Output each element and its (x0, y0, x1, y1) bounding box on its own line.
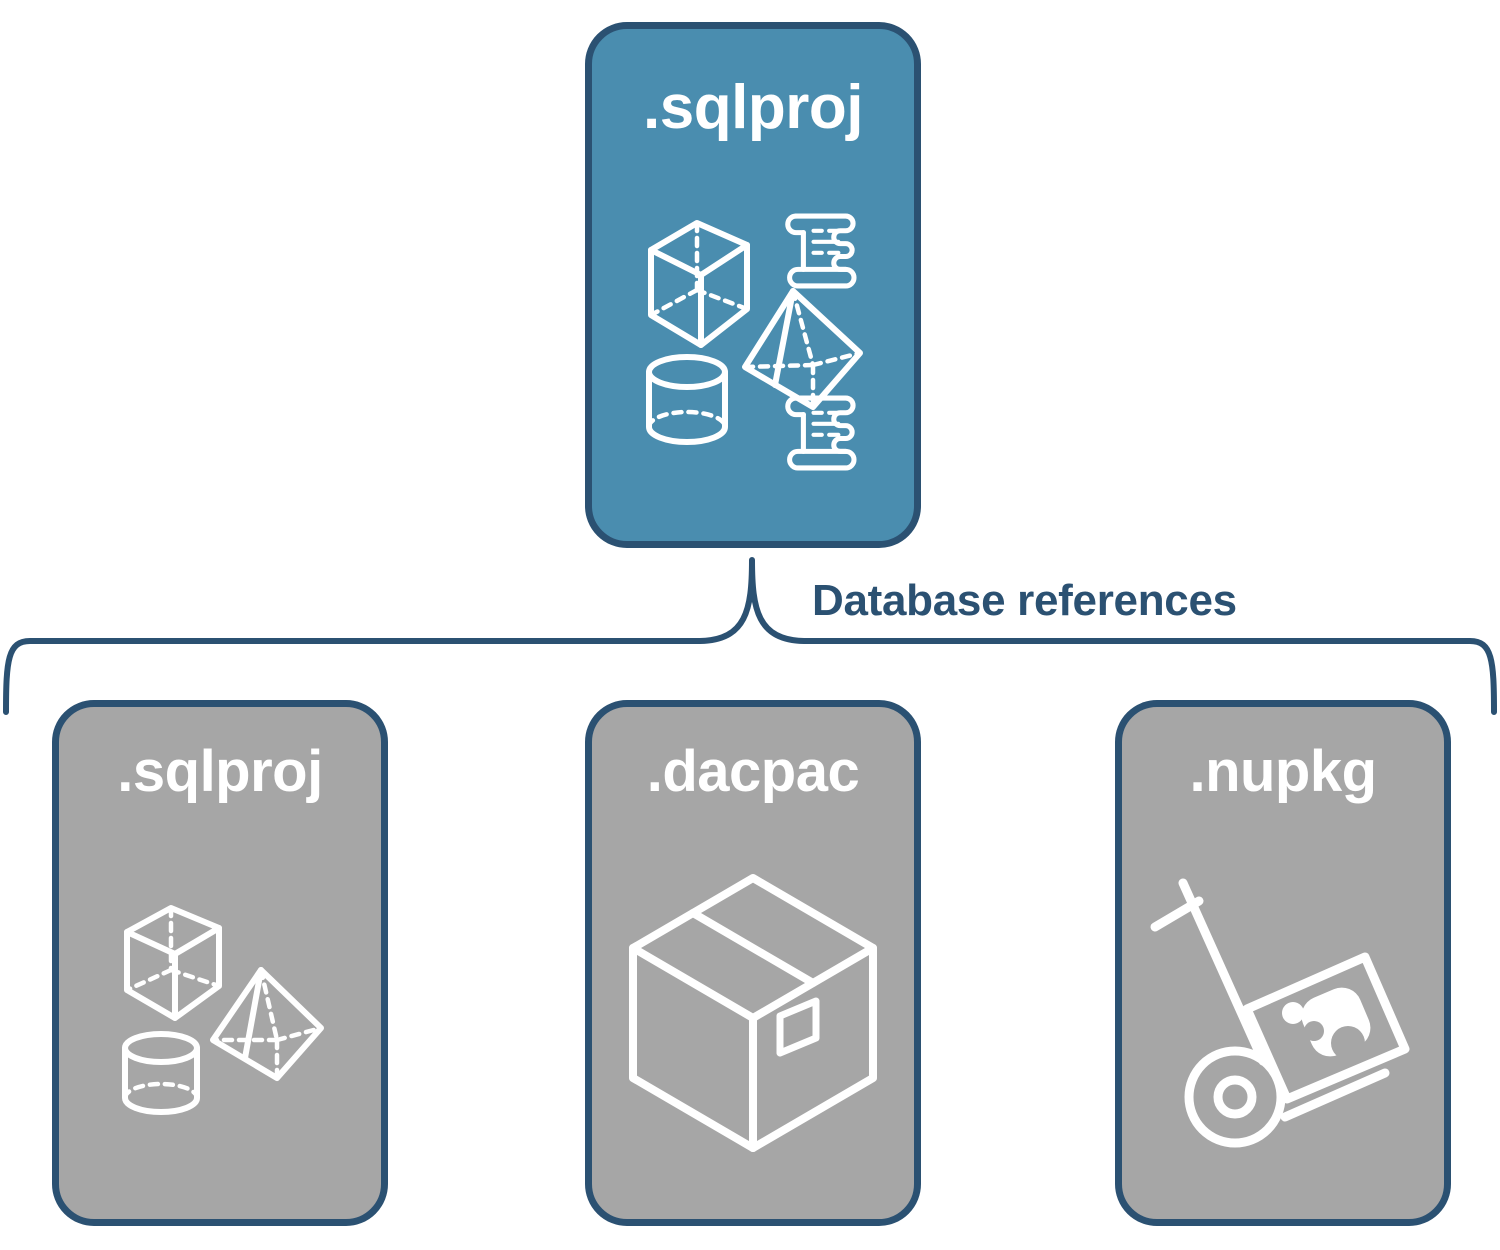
card-title: .nupkg (1189, 739, 1377, 804)
root-icon-group (592, 139, 914, 541)
scroll-script-icon (785, 395, 857, 471)
card-reference-sqlproj[interactable]: .sqlproj (52, 700, 388, 1226)
card-root-sqlproj[interactable]: .sqlproj (585, 22, 921, 548)
card-reference-nupkg[interactable]: .nupkg (1115, 700, 1451, 1226)
package-box-icon (629, 874, 877, 1152)
cylinder-wireframe-icon (646, 354, 728, 445)
hand-truck-svg (1150, 878, 1410, 1148)
card-reference-dacpac[interactable]: .dacpac (585, 700, 921, 1226)
cylinder-wireframe-icon (122, 1031, 200, 1115)
nupkg-icon-group (1122, 801, 1444, 1219)
bracket-path (3, 557, 1497, 715)
sqlproj-icon-group (59, 801, 381, 1219)
dacpac-icon-group (592, 801, 914, 1219)
cube-wireframe-icon (648, 220, 750, 348)
scroll-script-icon (785, 213, 857, 289)
sqlproj-icons-svg (122, 905, 324, 1115)
package-box-svg (629, 874, 877, 1152)
card-title: .dacpac (646, 739, 860, 804)
pyramid-wireframe-icon (210, 967, 324, 1081)
cube-wireframe-icon (124, 905, 222, 1021)
connector-label-database-references: Database references (812, 576, 1237, 625)
hand-truck-nuget-icon (1150, 878, 1410, 1148)
pyramid-wireframe-icon (742, 288, 863, 410)
card-title: .sqlproj (643, 73, 863, 142)
card-title: .sqlproj (117, 739, 323, 804)
root-icons-svg (646, 213, 863, 471)
